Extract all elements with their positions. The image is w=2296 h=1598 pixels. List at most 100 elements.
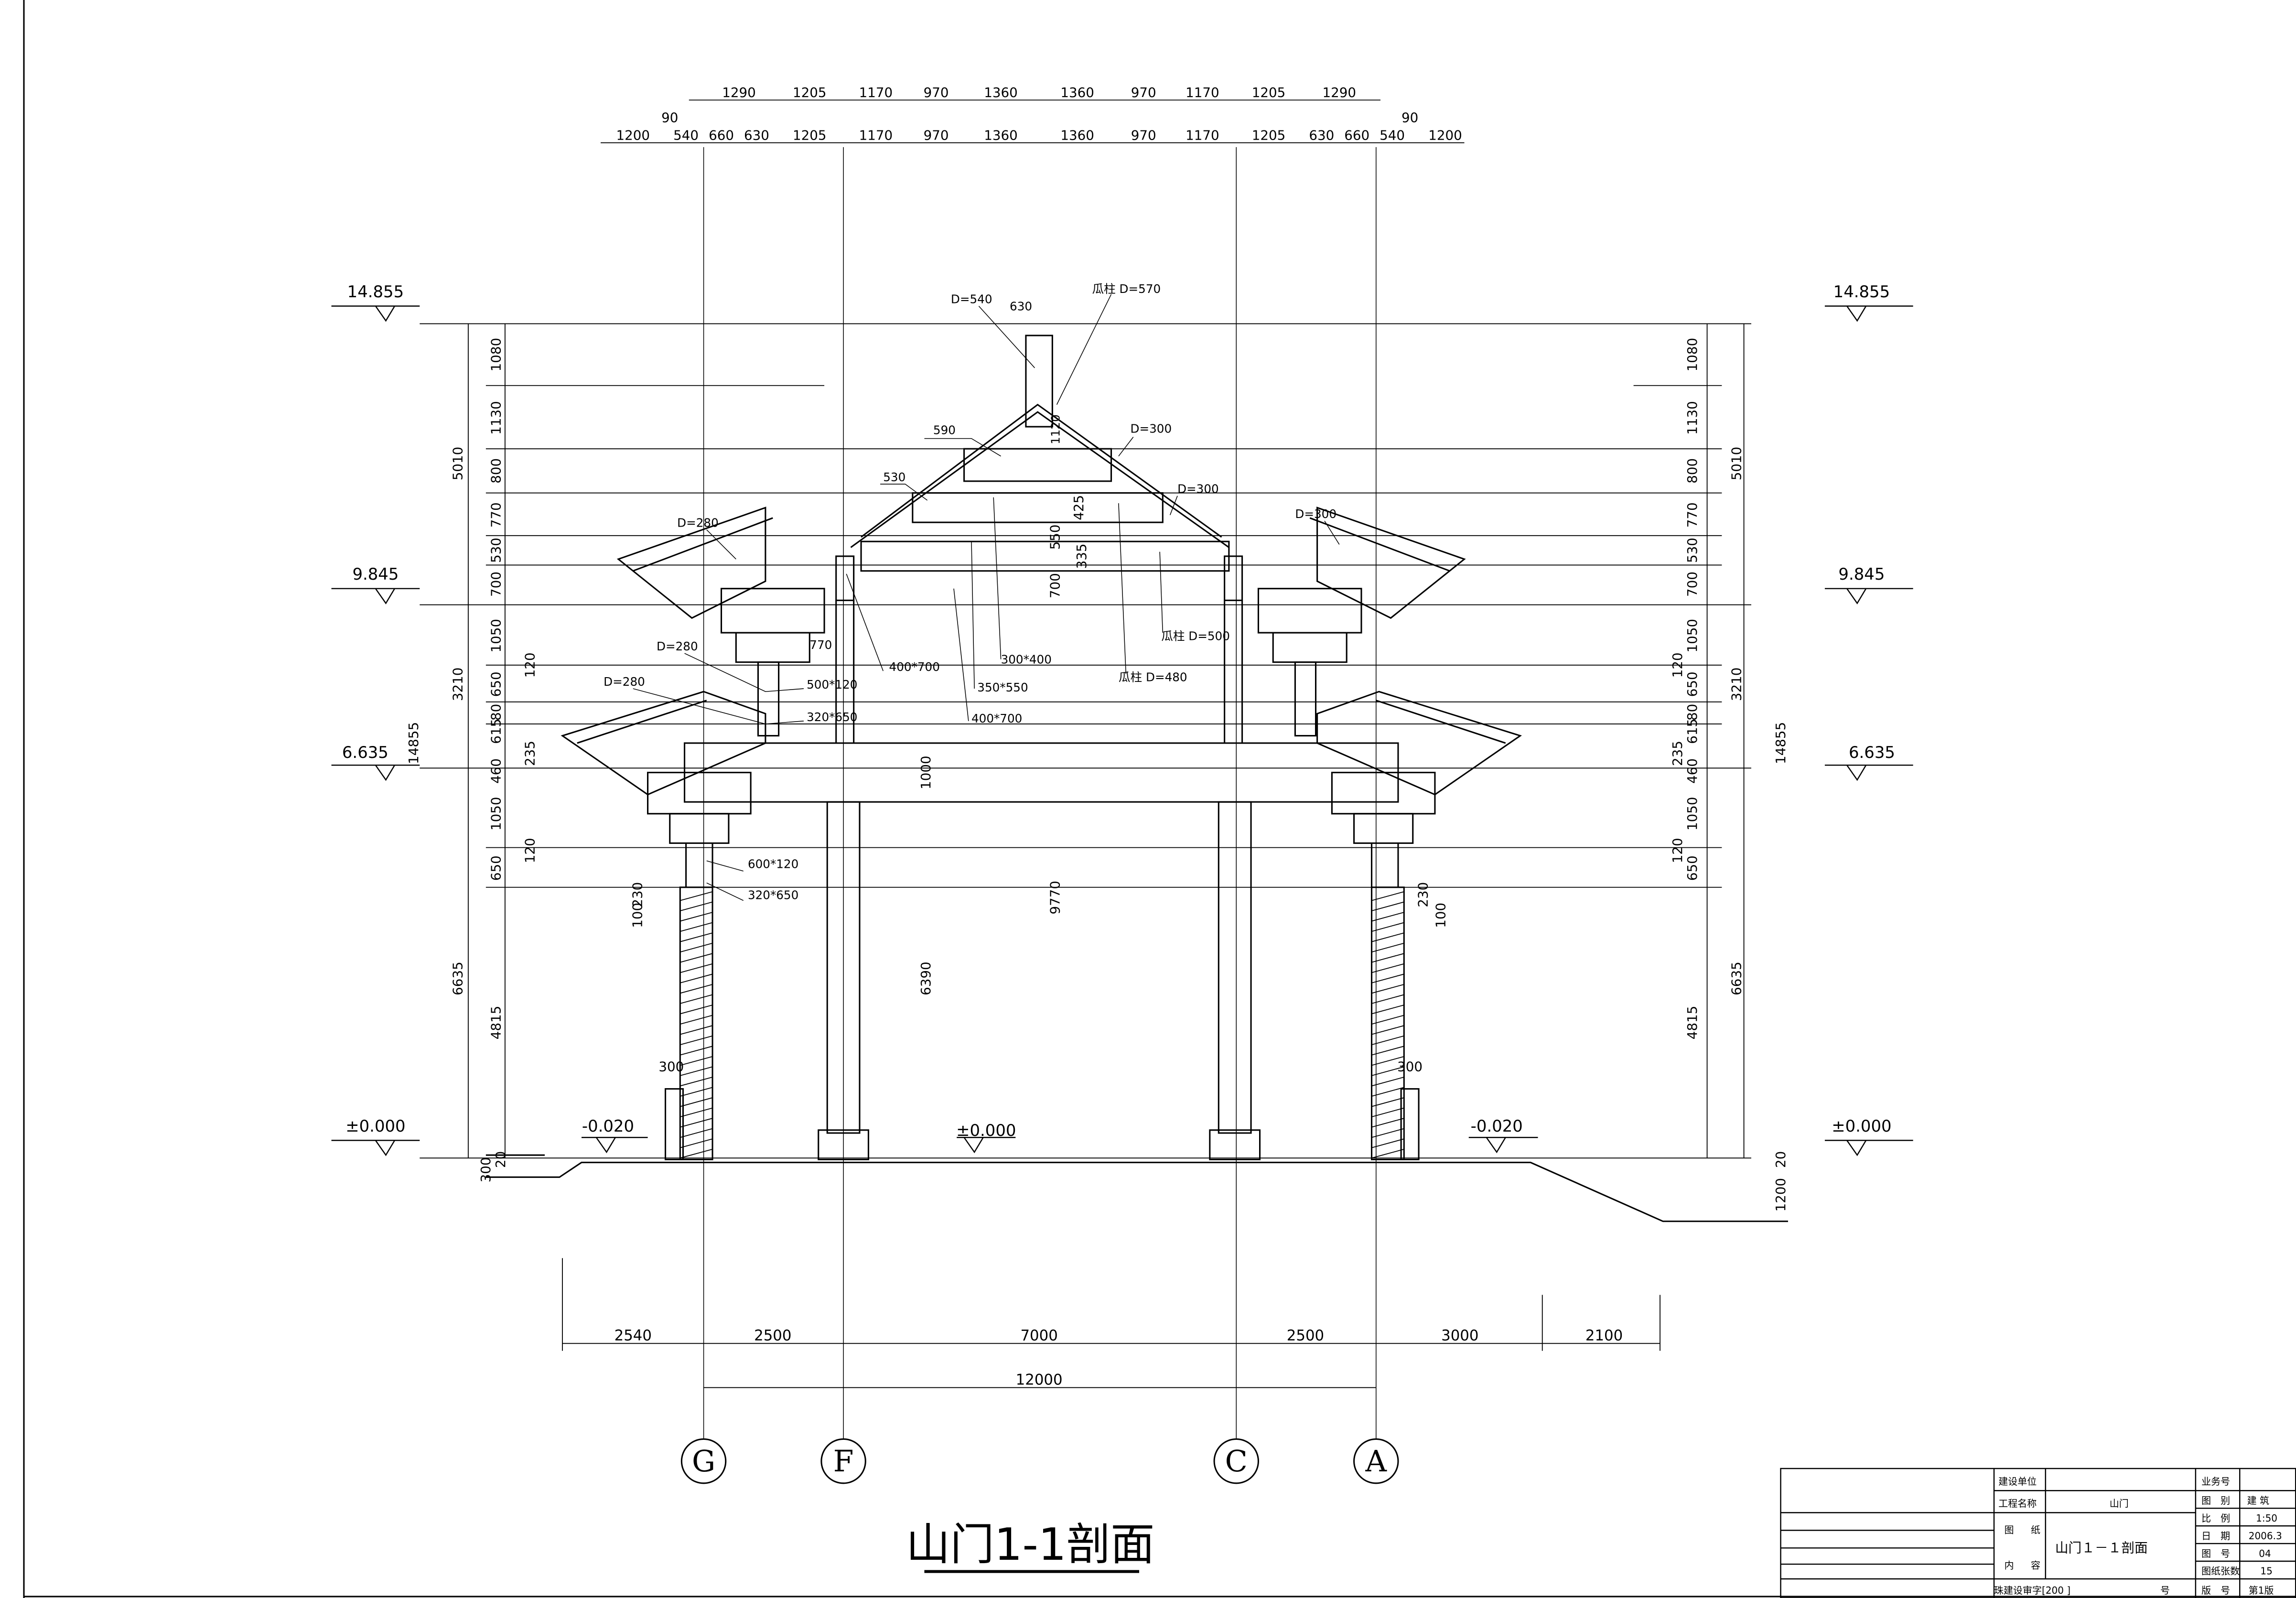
hatch-line [1371,1046,1404,1056]
title-block [1780,1468,2296,1598]
dim-text: 1290 [722,85,756,100]
dim-text: 5010 [450,447,466,481]
dim-text: 650 [488,671,504,697]
elevation-left-ground: ±0.000 [345,1117,405,1135]
elevation-ground-right: -0.020 [1471,1117,1523,1135]
elevation-right-ground: ±0.000 [1832,1117,1891,1135]
dim-text: 970 [1131,85,1156,100]
hatch-line [1371,963,1404,973]
dim-text: 1170 [859,85,893,100]
hatch-line [1371,901,1404,911]
dim-text: 800 [488,458,504,484]
dim-text: 650 [488,855,504,881]
tb-drawing-label: 图 [2005,1524,2014,1536]
dim-text: 230 [1415,882,1431,907]
elevation-markers [331,305,1913,1156]
dim-text: 235 [522,741,538,766]
hatch-line [1371,891,1404,901]
dim-text: 120 [1670,838,1685,863]
dim-text: 2500 [1287,1327,1324,1344]
hatch-line [680,1128,713,1138]
dim-text: 1170 [859,128,893,143]
hatch-line [680,1025,713,1035]
annotation: 530 [883,470,905,484]
dim-text: 700 [1047,573,1063,598]
dim-text: 970 [924,128,949,143]
hatch-line [680,973,713,983]
tb-row-key: 版 号 [2201,1585,2230,1596]
tb-project-name: 山门 [2110,1498,2129,1509]
dim-text: 1200 [616,128,650,143]
dim-text: 550 [1047,524,1063,550]
tb-row-key: 业务号 [2201,1476,2230,1487]
dim-text: 770 [488,502,504,528]
dim-text: 14855 [406,722,421,764]
dim-text: 660 [1344,128,1369,143]
dim-text: 1130 [1684,401,1700,435]
hatch-line [680,1077,713,1087]
dim-text: 1170 [1186,85,1219,100]
tb-approval: 珠建设审字[200 ] [1994,1585,2070,1596]
annotation: 400*700 [889,660,940,674]
annotation: 300*400 [1001,653,1052,667]
annotation: D=300 [1295,507,1337,521]
dim-text: 1205 [1252,128,1286,143]
hatch-line [680,1046,713,1056]
dim-text: 540 [673,128,699,143]
tb-row-value: 15 [2260,1566,2272,1577]
hatch-line [1371,1138,1404,1148]
hatch-line [1371,1004,1404,1015]
dim-text: 100 [629,903,645,928]
dim-text: 1050 [1684,797,1700,831]
annotation: 630 [1010,300,1032,313]
hatch-line [1371,1077,1404,1087]
hatch-line [680,994,713,1004]
hatch-line [1371,1056,1404,1066]
annotation: D=540 [951,292,992,306]
dim-text: 1200 [1773,1178,1789,1212]
hatch-line [1371,1097,1404,1107]
hatch-line [1371,942,1404,953]
tb-drawing-label: 纸 [2031,1524,2040,1536]
hatch-line [680,1107,713,1117]
dim-text: 540 [1380,128,1405,143]
dim-text: 970 [1131,128,1156,143]
dim-text: 80 [488,704,504,721]
left-dims: 1080 1130 800 770 530 700 1050 650 80 61… [406,338,538,1183]
dim-text: 230 [629,882,645,907]
annotation: D=300 [1131,421,1172,435]
dim-text: 2500 [754,1327,791,1344]
axis-c: C [1225,1444,1248,1479]
elevation-left-top: 14.855 [347,282,404,301]
dim-text: 460 [488,758,504,784]
hatch-line [1371,932,1404,942]
hatch-line [680,1097,713,1107]
hatch-line [680,1087,713,1097]
dim-text: 630 [1309,128,1334,143]
annotation: 500*120 [807,678,857,691]
dim-text: 700 [488,572,504,597]
title-block-text: 建设单位 工程名称 山门 图 纸 内 容 山门１－１剖面 珠建设审字[200 ]… [1994,1476,2282,1596]
dim-text: 300 [1397,1059,1423,1075]
dim-text: 335 [1074,543,1089,569]
annotation: 590 [933,423,956,437]
annotation: 320*650 [748,888,798,902]
dim-text: 1360 [1060,128,1094,143]
dim-text: 300 [658,1059,684,1075]
hatch-line [680,901,713,911]
hatch-line [680,1015,713,1025]
bottom-dims: 2540 2500 7000 2500 3000 2100 12000 [614,1327,1623,1388]
drawing-title: 山门1-1剖面 [906,1519,1154,1570]
hatch-line [680,1066,713,1076]
axis-a: A [1365,1444,1388,1479]
dim-text: 530 [1684,538,1700,563]
tb-row-key: 图纸张数 [2201,1566,2240,1577]
hatch-line [680,1035,713,1046]
tb-row-key: 比 例 [2201,1512,2230,1524]
hatch-line [1371,912,1404,922]
leader-lines [633,294,1340,901]
dim-text: 3210 [1728,668,1744,702]
dim-text: 1360 [984,85,1018,100]
annotation: 1120 [1049,414,1063,444]
